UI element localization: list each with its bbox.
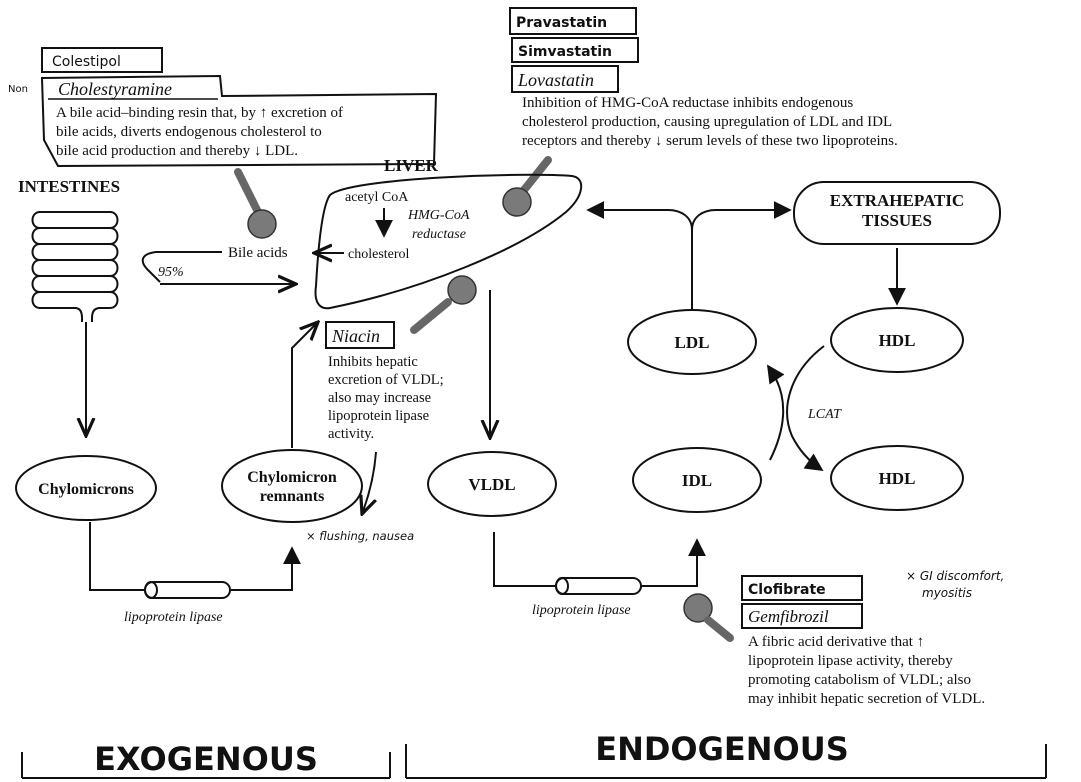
section-labels: EXOGENOUS ENDOGENOUS (21, 730, 1047, 779)
extrahepatic-label-line2: TISSUES (862, 211, 932, 230)
lpl-to-idl-arrow (641, 538, 706, 587)
hmg-coa-label: HMG-CoA (407, 208, 470, 223)
fibrates-panel: Clofibrate Gemfibrozil × GI discomfort, … (741, 569, 1004, 707)
fibrate-desc-line: may inhibit hepatic secretion of VLDL. (748, 691, 985, 707)
lcat-curve-to-hdl (786, 345, 825, 471)
hdl-top-label: HDL (879, 331, 916, 350)
extrahepatic-node (793, 181, 1001, 245)
niacin-label: Niacin (331, 326, 380, 346)
lovastatin-label: Lovastatin (517, 70, 594, 90)
statins-panel: Pravastatin Simvastatin Lovastatin Inhib… (502, 7, 898, 217)
colestipol-box (41, 47, 163, 73)
fibrate-desc-line: promoting catabolism of VLDL; also (748, 672, 971, 688)
vldl-label: VLDL (468, 475, 515, 494)
endogenous-pathway: VLDL lipoprotein lipase IDL LDL HDL HDL … (427, 181, 1001, 642)
gemfibrozil-label: Gemfibrozil (748, 607, 829, 626)
lpl-to-remnants-arrow (230, 546, 301, 591)
cholestyramine-panel: Colestipol Non Cholestyramine A bile aci… (8, 47, 438, 239)
cholestyramine-desc-line: A bile acid–binding resin that, by ↑ exc… (56, 105, 343, 121)
bile-recycle-curve (141, 251, 161, 283)
remnants-label-line1: Chylomicron (247, 469, 337, 486)
niacin-desc-line: excretion of VLDL; (328, 372, 444, 388)
fibrate-desc-line: A fibric acid derivative that ↑ (748, 634, 924, 650)
intestine-drawing (31, 211, 119, 322)
ldl-label: LDL (675, 333, 710, 352)
fibrate-side-effects-line1: × GI discomfort, (906, 569, 1004, 583)
intestines-title: INTESTINES (18, 177, 120, 196)
bile-acids-label: Bile acids (228, 245, 288, 261)
non-note: Non (8, 84, 28, 95)
ldl-up-line (667, 209, 693, 310)
niacin-pin (410, 298, 452, 334)
vldl-node (427, 451, 557, 517)
statin-desc-line: Inhibition of HMG-CoA reductase inhibits… (522, 95, 853, 111)
exogenous-bracket (21, 752, 391, 779)
cholestyramine-desc-line: bile acids, diverts endogenous cholester… (56, 124, 322, 140)
cholesterol-label: cholesterol (348, 247, 410, 262)
statin-block-icon (502, 187, 532, 217)
niacin-desc-line: lipoprotein lipase (328, 408, 429, 424)
colestipol-label: Colestipol (52, 54, 121, 70)
clofibrate-box (741, 575, 863, 601)
hdl-bottom-node (830, 445, 964, 511)
liver-shape (314, 173, 582, 310)
exogenous-pathway: Chylomicrons Chylomicron remnants lipopr… (15, 322, 363, 625)
niacin-desc-line: Inhibits hepatic (328, 354, 418, 370)
clofibrate-label: Clofibrate (748, 582, 826, 598)
endogenous-bracket (405, 744, 1047, 779)
extrahepatic-label-line1: EXTRAHEPATIC (830, 191, 964, 210)
simvastatin-box (511, 37, 639, 63)
niacin-desc-line: also may increase (328, 390, 431, 406)
recycle-percent: 95% (158, 265, 184, 280)
niacin-side-effect-arrow (362, 451, 377, 514)
simvastatin-label: Simvastatin (518, 44, 612, 60)
liver-title: LIVER (384, 156, 439, 175)
gemfibrozil-box (741, 603, 863, 629)
fibrate-block-icon (683, 593, 713, 623)
exogenous-label: EXOGENOUS (94, 740, 318, 778)
remnants-to-liver-arrow (291, 322, 318, 448)
hdl-top-node (830, 307, 964, 373)
lovastatin-box (511, 65, 619, 93)
liver-group: LIVER acetyl CoA HMG-CoA reductase chole… (314, 156, 582, 310)
lcat-curve-to-ldl (767, 364, 785, 461)
acetyl-coa-label: acetyl CoA (345, 190, 409, 205)
lpl-left-label: lipoprotein lipase (124, 610, 223, 625)
chylomicron-remnants-node (221, 449, 363, 523)
cholestyramine-desc-box (40, 74, 438, 168)
chylomicrons-label: Chylomicrons (38, 481, 134, 498)
idl-node (632, 447, 762, 513)
chylomicrons-node (15, 455, 157, 521)
hdl-bottom-label: HDL (879, 469, 916, 488)
fibrate-pin (704, 616, 734, 642)
lcat-label: LCAT (807, 407, 842, 422)
niacin-side-effects: × flushing, nausea (306, 529, 414, 543)
endogenous-label: ENDOGENOUS (595, 730, 849, 768)
vldl-to-lpl-line (493, 532, 556, 587)
fibrate-side-effects-line2: myositis (922, 586, 972, 600)
pravastatin-box (509, 7, 637, 35)
idl-label: IDL (682, 471, 712, 490)
niacin-block-icon (447, 275, 477, 305)
statin-desc-line: cholesterol production, causing upregula… (522, 114, 892, 130)
niacin-panel: Niacin Inhibits hepatic excretion of VLD… (306, 275, 477, 543)
chylomicrons-to-lpl-line (89, 522, 145, 591)
remnants-label-line2: remnants (260, 488, 325, 505)
cholestyramine-block-icon (247, 209, 277, 239)
pravastatin-label: Pravastatin (516, 15, 607, 31)
reductase-label: reductase (412, 227, 466, 242)
niacin-desc-line: activity. (328, 426, 374, 442)
fibrate-desc-line: lipoprotein lipase activity, thereby (748, 653, 953, 669)
intestines-group: INTESTINES (18, 177, 120, 436)
statin-desc-line: receptors and thereby ↓ serum levels of … (522, 133, 898, 149)
lpl-right-label: lipoprotein lipase (532, 603, 631, 618)
cholestyramine-label: Cholestyramine (58, 79, 172, 99)
niacin-box (325, 321, 395, 349)
cholestyramine-pin (234, 168, 262, 216)
cholestyramine-desc-line: bile acid production and thereby ↓ LDL. (56, 143, 298, 159)
